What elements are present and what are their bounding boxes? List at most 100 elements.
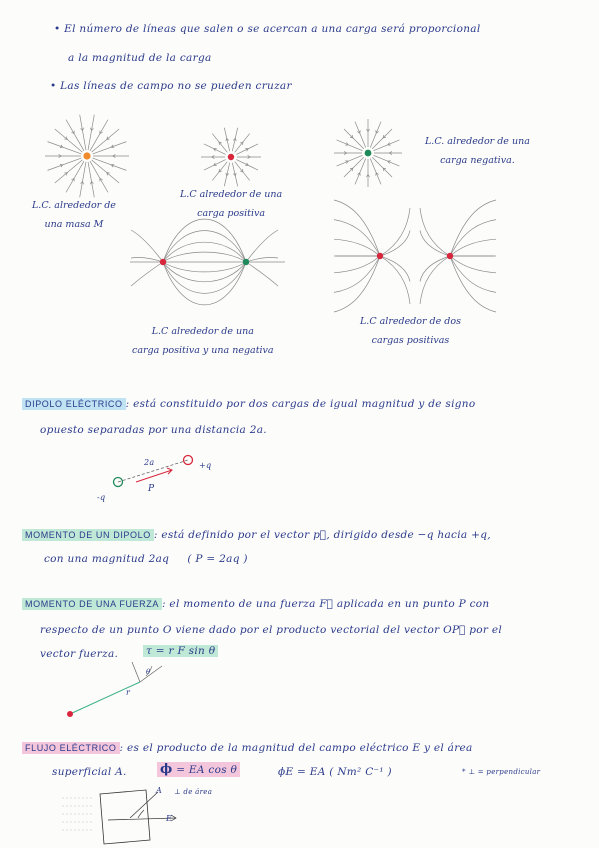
mass-field-line [65, 119, 85, 151]
force-vector [139, 665, 163, 683]
mass-field-line [54, 159, 83, 184]
e-vector-head [170, 814, 177, 822]
label-r: r [126, 688, 131, 697]
positive-field-line [212, 161, 228, 181]
minus-q-circle [112, 476, 124, 488]
mass-field-arrow [80, 127, 84, 132]
term-momento-dipolo: MOMENTO DE UN DIPOLO [22, 529, 154, 541]
negative-field-line [373, 154, 400, 167]
dipole-field-line [162, 230, 247, 263]
negative-field-line [343, 128, 365, 150]
repel-left-line [333, 219, 381, 257]
dipole-field-line [162, 251, 247, 263]
repel-left-line [333, 255, 381, 293]
mass-field-line [65, 161, 85, 193]
positive-field-arrow [232, 137, 237, 142]
mass-field-arrow [99, 130, 103, 135]
mass-field-line [91, 128, 120, 153]
dipole-field-line [162, 261, 247, 294]
positive-field-line [236, 143, 259, 155]
mass-field-arrow [80, 180, 84, 185]
mass-field-arrow [71, 177, 75, 182]
term-dipolo: DIPOLO ELÉCTRICO [22, 398, 126, 410]
positive-field-arrow [213, 148, 217, 152]
mass-field-line [92, 141, 127, 155]
mass-field-line [47, 141, 82, 155]
positive-field-arrow [245, 162, 249, 166]
positive-field-arrow [218, 141, 222, 146]
repel-left-line [333, 255, 381, 274]
repel-right-line [449, 255, 497, 274]
mass-field-arrow [112, 154, 116, 158]
negative-field-line [371, 156, 393, 178]
mass-field-line [92, 157, 127, 171]
normal-vector [129, 791, 159, 819]
negative-field-line [354, 158, 367, 185]
positive-field-arrow [225, 137, 230, 142]
flux-units: ϕE = EA ( Nm² C⁻¹ ) [278, 766, 392, 778]
negative-field-arrow [366, 128, 370, 133]
negative-field-line [343, 156, 365, 178]
mass-field-arrow [106, 172, 110, 176]
note-perpendicular: * ⊥ = perpendicular [462, 768, 541, 776]
p-vector [135, 469, 173, 483]
dipole-positive-dot [159, 258, 167, 266]
negative-field-line [336, 154, 363, 167]
negative-field-arrow [382, 134, 387, 139]
r-vector [69, 681, 141, 715]
positive-field-line [236, 159, 259, 171]
dipole-field-line [162, 261, 247, 305]
negative-field-arrow [388, 151, 393, 155]
mass-field-arrow [64, 136, 68, 140]
positive-field-arrow [213, 162, 217, 166]
label-a: A [156, 786, 163, 795]
label-minus-q: -q [97, 493, 106, 502]
negative-field-arrow [349, 167, 354, 172]
dipole-outer-line [130, 261, 164, 287]
repel-right-line [449, 255, 497, 313]
positive-field-arrow [240, 141, 244, 146]
mass-field-line [79, 114, 87, 151]
mass-field-arrow [58, 154, 62, 158]
positive-field-line [231, 127, 239, 152]
positive-field-arrow [247, 155, 251, 159]
repel-charge-2 [446, 252, 454, 260]
positive-field-line [223, 162, 231, 187]
mass-field-arrow [99, 177, 103, 182]
repel-charge-1 [376, 252, 384, 260]
negative-field-line [369, 158, 382, 185]
mass-field-line [87, 114, 95, 151]
dipole-field-line [162, 219, 247, 263]
repel-right-line [449, 238, 497, 257]
repel-mid-line [419, 207, 451, 257]
positive-field-line [234, 133, 250, 153]
origin-point [67, 711, 73, 717]
negative-field-line [369, 121, 382, 148]
dipole-outer-line [245, 257, 279, 263]
theta-arc [145, 665, 153, 677]
label-theta: θ [146, 668, 151, 676]
force-component [131, 661, 141, 683]
repel-left-line [333, 199, 381, 257]
repel-left-line [333, 255, 381, 313]
dipole-outer-line [130, 229, 164, 263]
negative-charge-dot [364, 149, 372, 157]
negative-field-arrow [343, 151, 348, 155]
momento-dipolo-line-1: MOMENTO DE UN DIPOLO: está definido por … [22, 529, 491, 541]
negative-field-arrow [382, 167, 387, 172]
mass-field-arrow [71, 130, 75, 135]
negative-field-arrow [375, 172, 379, 176]
negative-field-line [373, 139, 400, 152]
mass-field-arrow [110, 163, 115, 168]
term-momento-fuerza: MOMENTO DE UNA FUERZA [22, 598, 162, 610]
mass-dot [83, 152, 91, 160]
label-perp-area: ⊥ de área [174, 788, 213, 796]
momento-fuerza-line-1: MOMENTO DE UNA FUERZA: el momento de una… [22, 598, 489, 610]
plus-q-circle [182, 454, 194, 466]
negative-field-arrow [375, 130, 379, 134]
momento-fuerza-line-2: respecto de un punto O viene dado por el… [40, 624, 503, 636]
momento-dipolo-line-2: con una magnitud 2aq ( P = 2aq ) [44, 553, 248, 565]
bullet-2: • Las líneas de campo no se pueden cruza… [50, 80, 292, 92]
